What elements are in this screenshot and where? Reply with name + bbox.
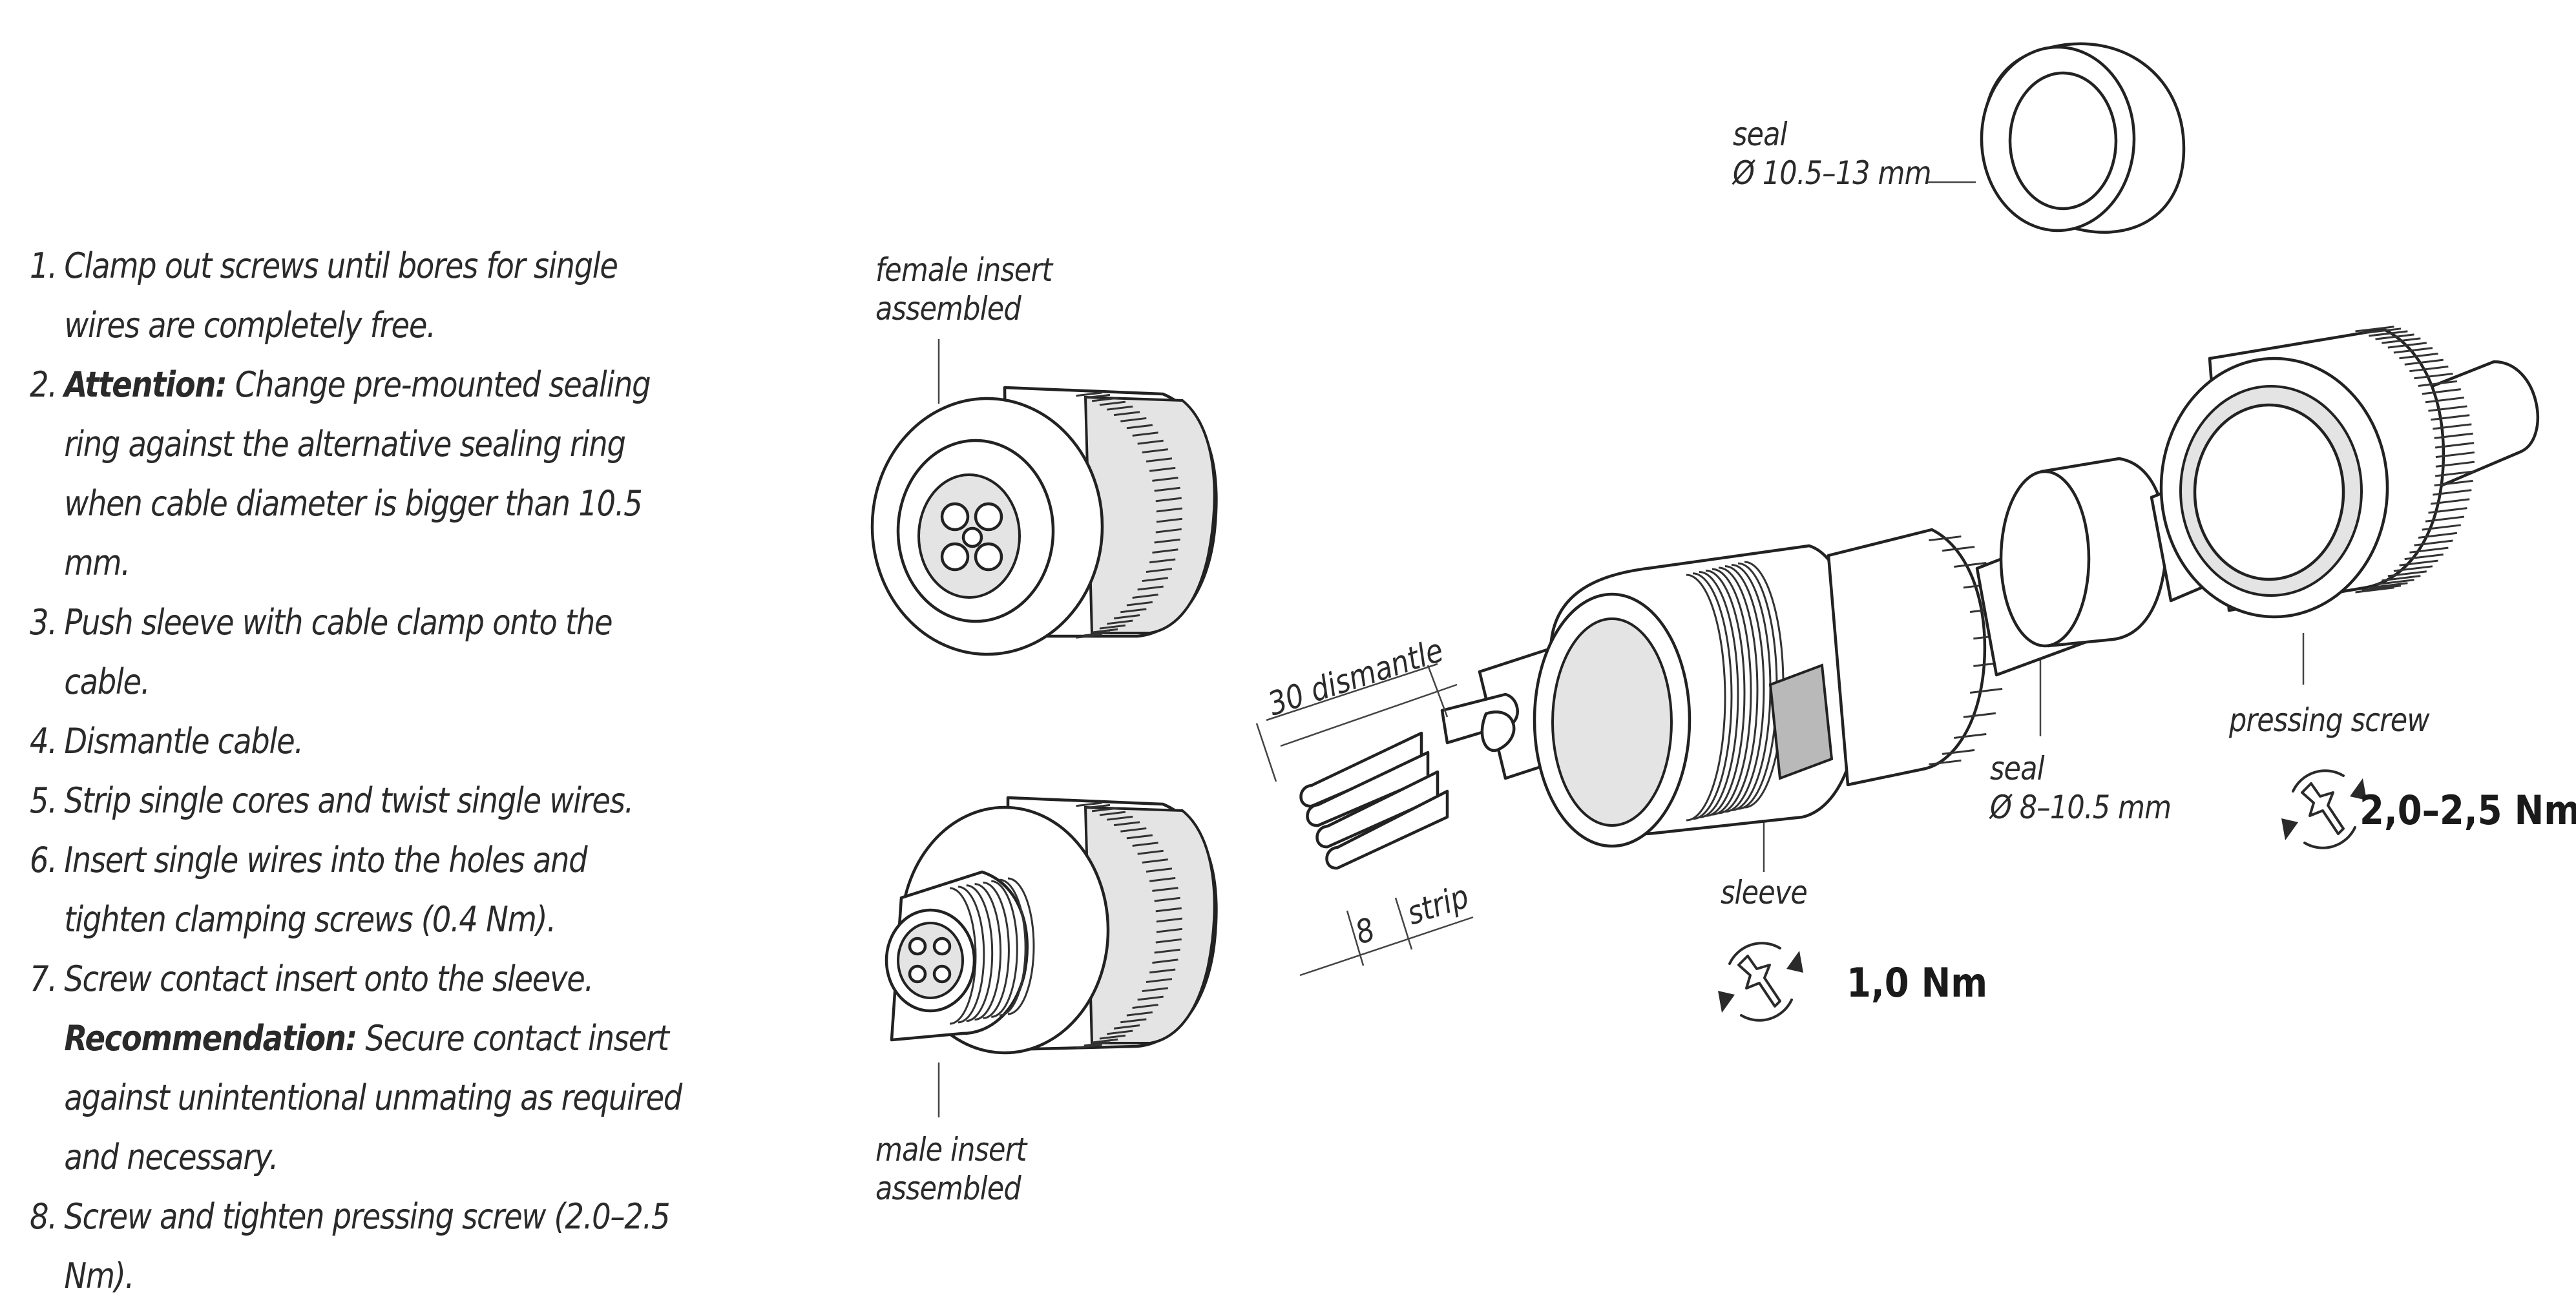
male-insert <box>885 796 1218 1055</box>
instruction-step: 4.Dismantle cable. <box>30 712 686 771</box>
male-insert-label-line1: male insert <box>875 1131 1027 1168</box>
dimension-strip-length: 8 <box>1351 911 1379 952</box>
female-insert-label-line2: assembled <box>875 290 1021 327</box>
instruction-step: 1.Clamp out screws until bores for singl… <box>30 236 686 355</box>
instruction-text: Screw and tighten pressing screw (2.0–2.… <box>64 1196 670 1296</box>
torque-sleeve: 1,0 Nm <box>1847 959 1988 1006</box>
instruction-list: 1.Clamp out screws until bores for singl… <box>30 236 686 1306</box>
sleeve-label-line1: sleeve <box>1721 874 1808 911</box>
instruction-number: 4. <box>30 721 58 762</box>
seal-top-label-line1: seal <box>1733 116 1788 153</box>
instruction-text: Strip single cores and twist single wire… <box>64 780 634 821</box>
dimension-strip: strip <box>1403 877 1473 932</box>
female-insert-label-line1: female insert <box>875 251 1052 289</box>
female-insert <box>870 386 1218 656</box>
instruction-step: 6.Insert single wires into the holes and… <box>30 831 686 949</box>
dimension-dismantle: 30 dismantle <box>1264 631 1448 723</box>
female-insert-label: female insert assembled <box>875 251 1052 328</box>
instruction-step: 8.Screw and tighten pressing screw (2.0–… <box>30 1187 686 1306</box>
instruction-text: Clamp out screws until bores for single … <box>64 245 618 346</box>
assembly-drawing: 30 dismantle strip 8 <box>870 42 2540 1117</box>
instruction-text: Change pre-mounted sealing ring against … <box>64 364 651 583</box>
seal-mid-label-line2: Ø 8–10.5 mm <box>1990 789 2172 826</box>
instruction-number: 2. <box>30 364 58 405</box>
pressing-screw-label: pressing screw <box>2229 701 2430 740</box>
seal-mid-label-line1: seal <box>1990 750 2045 787</box>
instruction-step: 7.Screw contact insert onto the sleeve. R… <box>30 949 686 1187</box>
male-insert-label-line2: assembled <box>875 1170 1021 1207</box>
pressing-screw-part <box>2159 326 2475 619</box>
wrench-rotate-icon <box>1718 942 1803 1022</box>
sleeve-label: sleeve <box>1721 873 1808 912</box>
torque-pressing-screw: 2,0–2,5 Nm <box>2360 787 2576 834</box>
instruction-step: 3.Push sleeve with cable clamp onto the … <box>30 593 686 712</box>
dimension-lines <box>1255 663 1474 977</box>
instruction-text: Insert single wires into the holes and t… <box>64 840 587 940</box>
instruction-number: 1. <box>30 245 58 286</box>
instruction-keyword: Recommendation: <box>64 1018 357 1059</box>
instruction-text: Screw contact insert onto the sleeve. <box>64 959 594 999</box>
instruction-number: 5. <box>30 780 58 821</box>
instruction-step: 5.Strip single cores and twist single wi… <box>30 771 686 831</box>
instruction-number: 8. <box>30 1196 58 1237</box>
male-insert-label: male insert assembled <box>875 1130 1027 1208</box>
instruction-text: Push sleeve with cable clamp onto the ca… <box>64 602 613 702</box>
seal-top-label: seal Ø 10.5–13 mm <box>1733 115 1931 192</box>
instruction-number: 3. <box>30 602 58 643</box>
seal-ring-mid <box>1999 457 2168 648</box>
instruction-step: 2.Attention: Change pre-mounted sealing … <box>30 355 686 593</box>
instruction-number: 7. <box>30 959 58 999</box>
instruction-keyword: Attention: <box>64 364 227 405</box>
seal-top-label-line2: Ø 10.5–13 mm <box>1733 154 1931 192</box>
instruction-text: Secure contact insert against unintentio… <box>64 1018 682 1177</box>
sleeve <box>1533 521 2121 848</box>
instruction-text: Dismantle cable. <box>64 721 304 762</box>
instruction-number: 6. <box>30 840 58 880</box>
pressing-screw-label-line1: pressing screw <box>2229 701 2430 739</box>
seal-ring-top <box>1980 42 2186 234</box>
seal-mid-label: seal Ø 8–10.5 mm <box>1990 749 2172 827</box>
wrench-rotate-icon <box>2281 769 2367 849</box>
